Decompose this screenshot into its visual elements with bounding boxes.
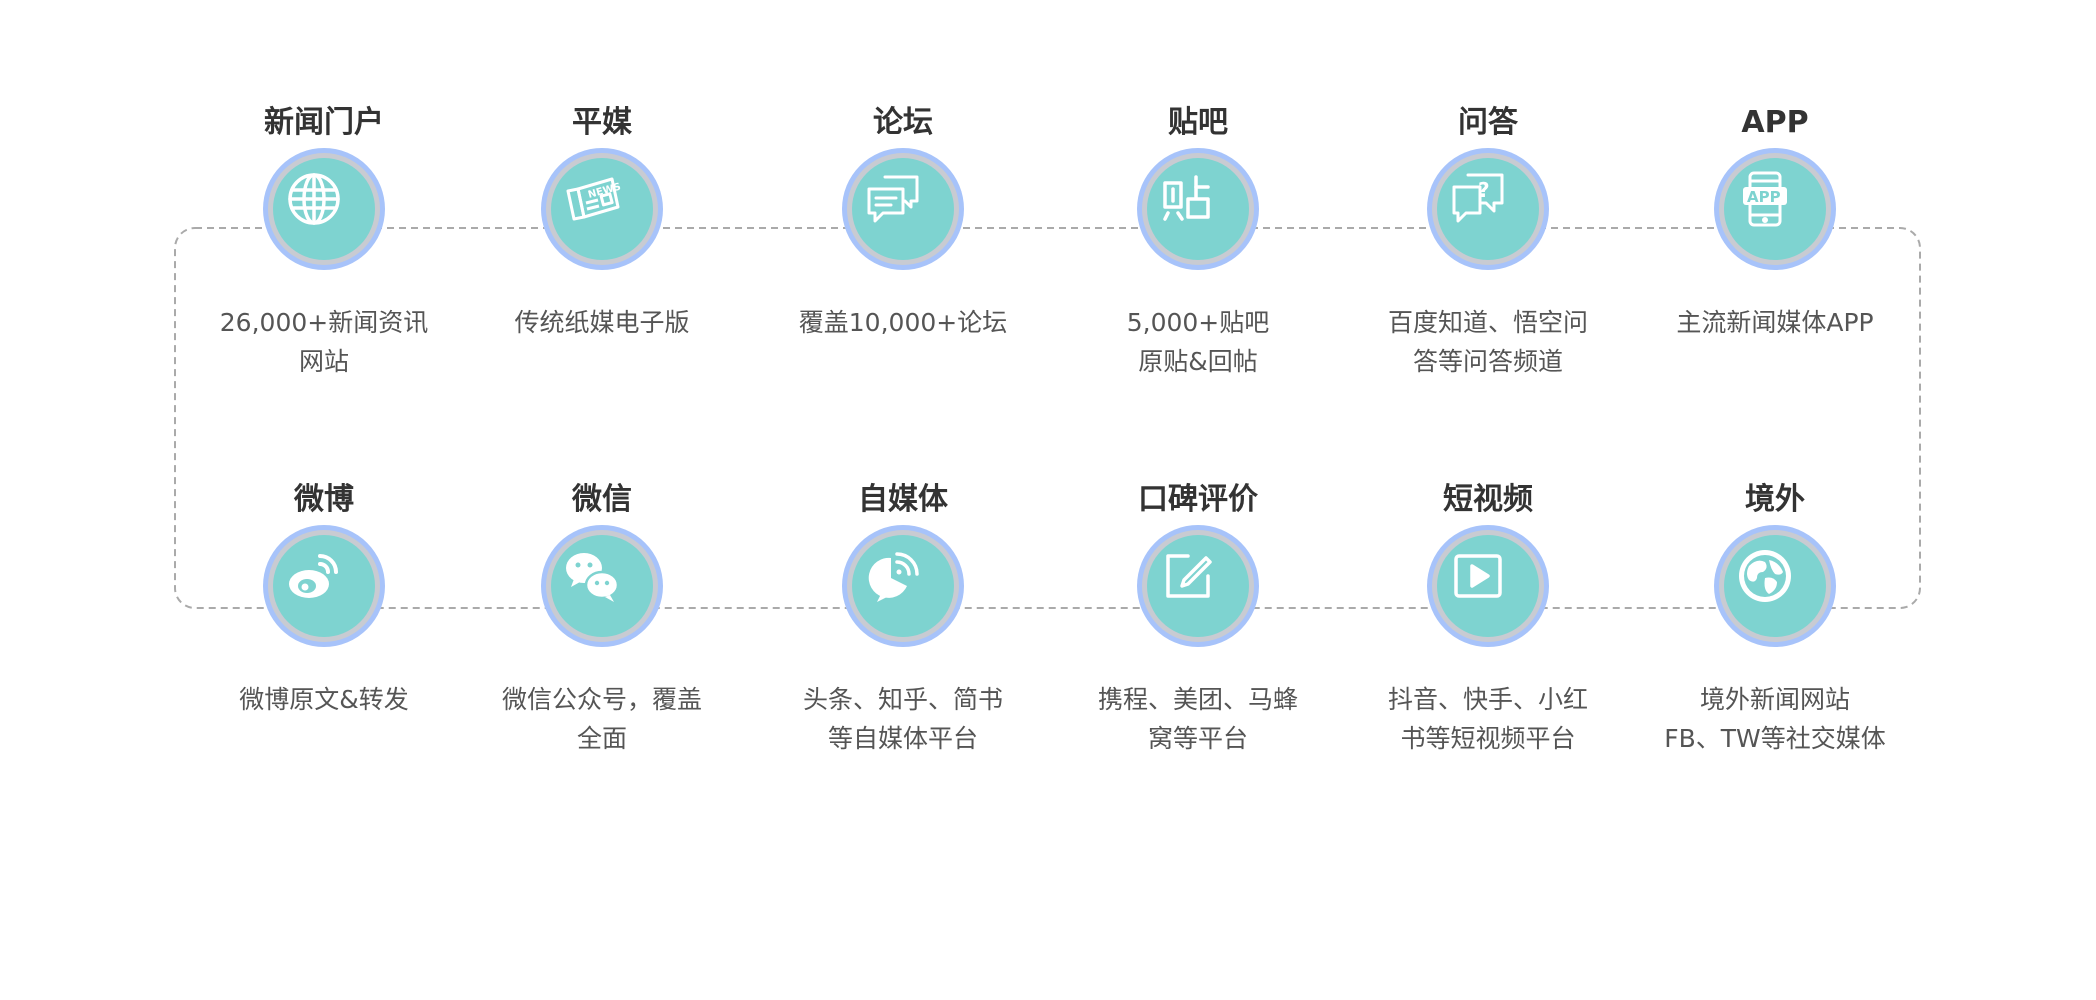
icon-badge: APP: [1714, 148, 1836, 270]
play-video-icon: [1454, 554, 1502, 598]
icon-badge: [1137, 525, 1259, 647]
icon-badge: ?: [1427, 148, 1549, 270]
wechat-icon: [566, 553, 620, 602]
node-we-media: 自媒体 头条、知乎、简书 等自媒体平台: [763, 480, 1043, 820]
node-desc: 26,000+新闻资讯 网站: [219, 308, 429, 376]
node-desc: 携程、美团、马蜂 窝等平台: [1097, 685, 1298, 753]
svg-text:APP: APP: [1747, 188, 1781, 206]
app-phone-icon: APP: [1743, 171, 1787, 227]
node-weibo: 微博 微博原文&转发: [184, 480, 464, 820]
svg-text:?: ?: [1478, 178, 1490, 202]
node-desc: 5,000+贴吧 原贴&回帖: [1126, 308, 1270, 376]
node-news-portal: 新闻门户 26,000+新闻资讯 网站: [184, 103, 464, 443]
node-desc: 覆盖10,000+论坛: [798, 308, 1008, 337]
node-reviews: 口碑评价 携程、美团、马蜂 窝等平台: [1058, 480, 1338, 820]
node-title: 境外: [1745, 482, 1805, 517]
node-desc: 百度知道、悟空问 答等问答频道: [1387, 308, 1588, 376]
node-title: 口碑评价: [1138, 482, 1258, 517]
node-desc: 境外新闻网站 FB、TW等社交媒体: [1664, 685, 1886, 753]
node-short-video: 短视频 抖音、快手、小红 书等短视频平台: [1348, 480, 1628, 820]
icon-badge: NEWS: [541, 148, 663, 270]
icon-badge: [1427, 525, 1549, 647]
node-title: 自媒体: [858, 482, 948, 517]
chat-bubbles-icon: [867, 175, 919, 223]
newspaper-icon: NEWS: [566, 177, 622, 221]
icon-badge: [263, 148, 385, 270]
node-title: 问答: [1458, 105, 1518, 140]
icon-badge: [1137, 148, 1259, 270]
node-app: APP APP 主流新闻媒体APP: [1635, 103, 1915, 443]
node-qa: 问答 ? 百度知道、悟空问 答等问答频道: [1348, 103, 1628, 443]
icon-badge: [1714, 525, 1836, 647]
node-title: 新闻门户: [264, 105, 384, 140]
node-title: 贴吧: [1168, 105, 1228, 140]
node-forum: 论坛 覆盖10,000+论坛: [763, 103, 1043, 443]
globe-icon: [288, 173, 340, 225]
node-desc: 头条、知乎、简书 等自媒体平台: [802, 685, 1003, 753]
node-desc: 抖音、快手、小红 书等短视频平台: [1387, 685, 1588, 753]
node-desc: 微博原文&转发: [239, 685, 409, 714]
node-wechat: 微信 微信公众号，覆盖 全面: [462, 480, 742, 820]
node-title: 微博: [294, 482, 354, 517]
we-media-icon: [868, 552, 919, 602]
icon-badge: [541, 525, 663, 647]
earth-icon: [1739, 550, 1791, 602]
tieba-icon: [1163, 175, 1210, 221]
node-desc: 微信公众号，覆盖 全面: [501, 685, 702, 753]
icon-badge: [842, 148, 964, 270]
node-overseas: 境外 境外新闻网站 FB、TW等社交媒体: [1635, 480, 1915, 820]
edit-review-icon: [1166, 554, 1212, 598]
icon-badge: [263, 525, 385, 647]
node-tieba: 贴吧 5,000+贴吧 原贴&回帖: [1058, 103, 1338, 443]
node-title: APP: [1741, 105, 1809, 140]
node-desc: 传统纸媒电子版: [514, 308, 690, 337]
node-title: 短视频: [1443, 482, 1533, 517]
node-desc: 主流新闻媒体APP: [1676, 308, 1874, 337]
node-title: 微信: [572, 482, 632, 517]
question-bubbles-icon: ?: [1452, 173, 1504, 223]
node-title: 平媒: [572, 105, 632, 140]
icon-badge: [842, 525, 964, 647]
weibo-icon: [289, 554, 338, 598]
node-print-media: 平媒 NEWS 传统纸媒电子版: [462, 103, 742, 443]
node-title: 论坛: [873, 105, 933, 140]
